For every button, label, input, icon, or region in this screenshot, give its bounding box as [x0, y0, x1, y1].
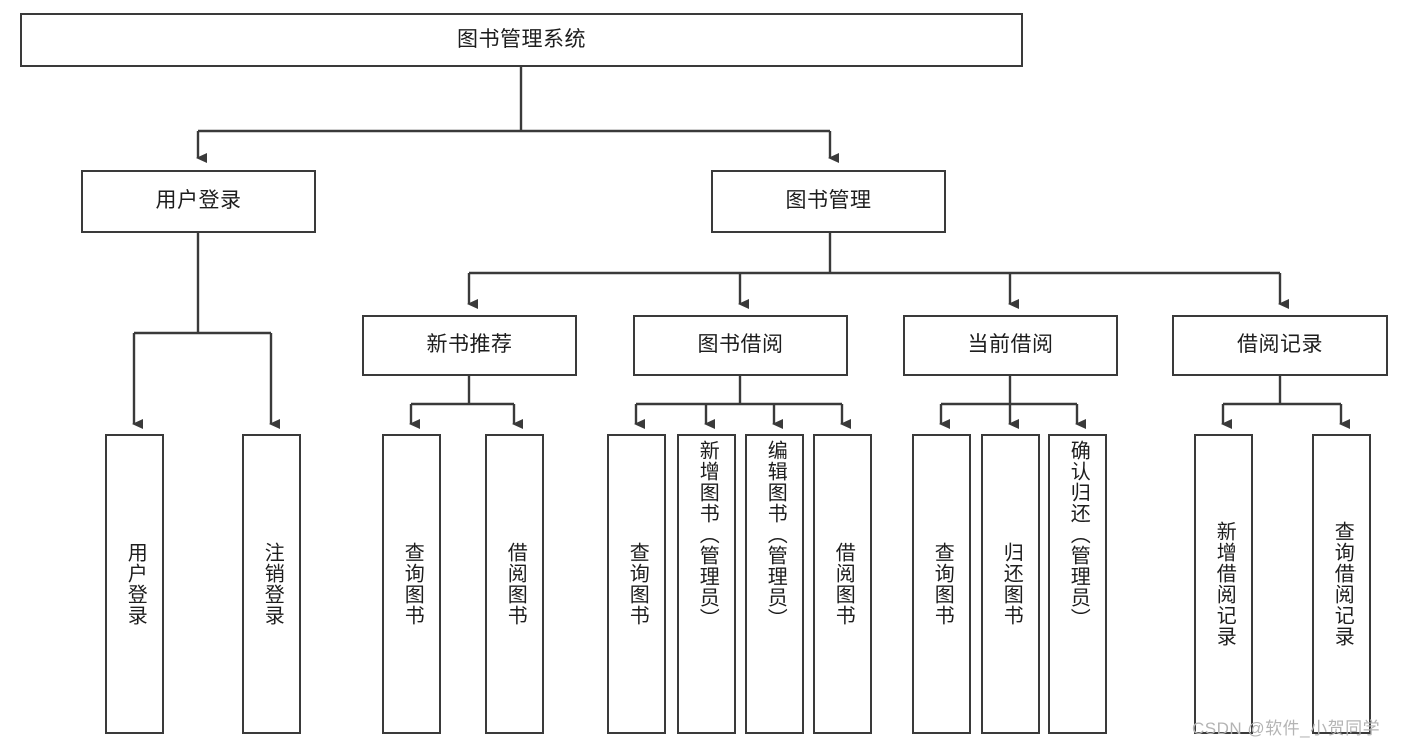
leaf-label: 查询图书 — [626, 542, 649, 626]
leaf-current-return-book[interactable]: 归还图书 — [981, 434, 1040, 734]
leaf-label: 借阅图书 — [504, 542, 527, 626]
node-new-book-recommend[interactable]: 新书推荐 — [362, 315, 577, 376]
leaf-label: 查询图书 — [401, 542, 424, 626]
leaf-record-query-record[interactable]: 查询借阅记录 — [1312, 434, 1371, 734]
node-current-borrow[interactable]: 当前借阅 — [903, 315, 1118, 376]
leaf-user-login-logout[interactable]: 注销登录 — [242, 434, 301, 734]
node-book-borrow[interactable]: 图书借阅 — [633, 315, 848, 376]
node-borrow-record[interactable]: 借阅记录 — [1172, 315, 1388, 376]
leaf-borrow-add-book-admin[interactable]: 新增图书（管理员） — [677, 434, 736, 734]
node-root-system[interactable]: 图书管理系统 — [20, 13, 1023, 67]
leaf-label: 确认归还（管理员） — [1067, 440, 1090, 629]
leaf-user-login-login[interactable]: 用户登录 — [105, 434, 164, 734]
node-book-management[interactable]: 图书管理 — [711, 170, 946, 233]
leaf-borrow-query-book[interactable]: 查询图书 — [607, 434, 666, 734]
node-user-login[interactable]: 用户登录 — [81, 170, 316, 233]
node-label: 图书借阅 — [697, 333, 784, 357]
leaf-current-query-book[interactable]: 查询图书 — [912, 434, 971, 734]
leaf-label: 新增借阅记录 — [1213, 521, 1236, 647]
leaf-current-confirm-return-admin[interactable]: 确认归还（管理员） — [1048, 434, 1107, 734]
leaf-recommend-borrow-book[interactable]: 借阅图书 — [485, 434, 544, 734]
leaf-label: 归还图书 — [1000, 542, 1023, 626]
node-label: 借阅记录 — [1237, 333, 1323, 357]
leaf-label: 注销登录 — [261, 542, 284, 626]
leaf-label: 查询图书 — [931, 542, 954, 626]
leaf-label: 用户登录 — [124, 542, 147, 626]
leaf-label: 查询借阅记录 — [1331, 521, 1354, 647]
csdn-watermark: CSDN @软件_小贺同学 — [1192, 719, 1381, 738]
leaf-label: 借阅图书 — [832, 542, 855, 626]
node-label: 当前借阅 — [967, 333, 1054, 357]
node-label: 图书管理 — [785, 189, 872, 213]
leaf-record-add-record[interactable]: 新增借阅记录 — [1194, 434, 1253, 734]
leaf-borrow-borrow-book[interactable]: 借阅图书 — [813, 434, 872, 734]
leaf-label: 编辑图书（管理员） — [764, 440, 787, 629]
leaf-borrow-edit-book-admin[interactable]: 编辑图书（管理员） — [745, 434, 804, 734]
node-label: 新书推荐 — [426, 333, 513, 357]
leaf-label: 新增图书（管理员） — [696, 440, 719, 629]
leaf-recommend-query-book[interactable]: 查询图书 — [382, 434, 441, 734]
node-label: 图书管理系统 — [457, 27, 586, 51]
node-label: 用户登录 — [155, 189, 242, 213]
